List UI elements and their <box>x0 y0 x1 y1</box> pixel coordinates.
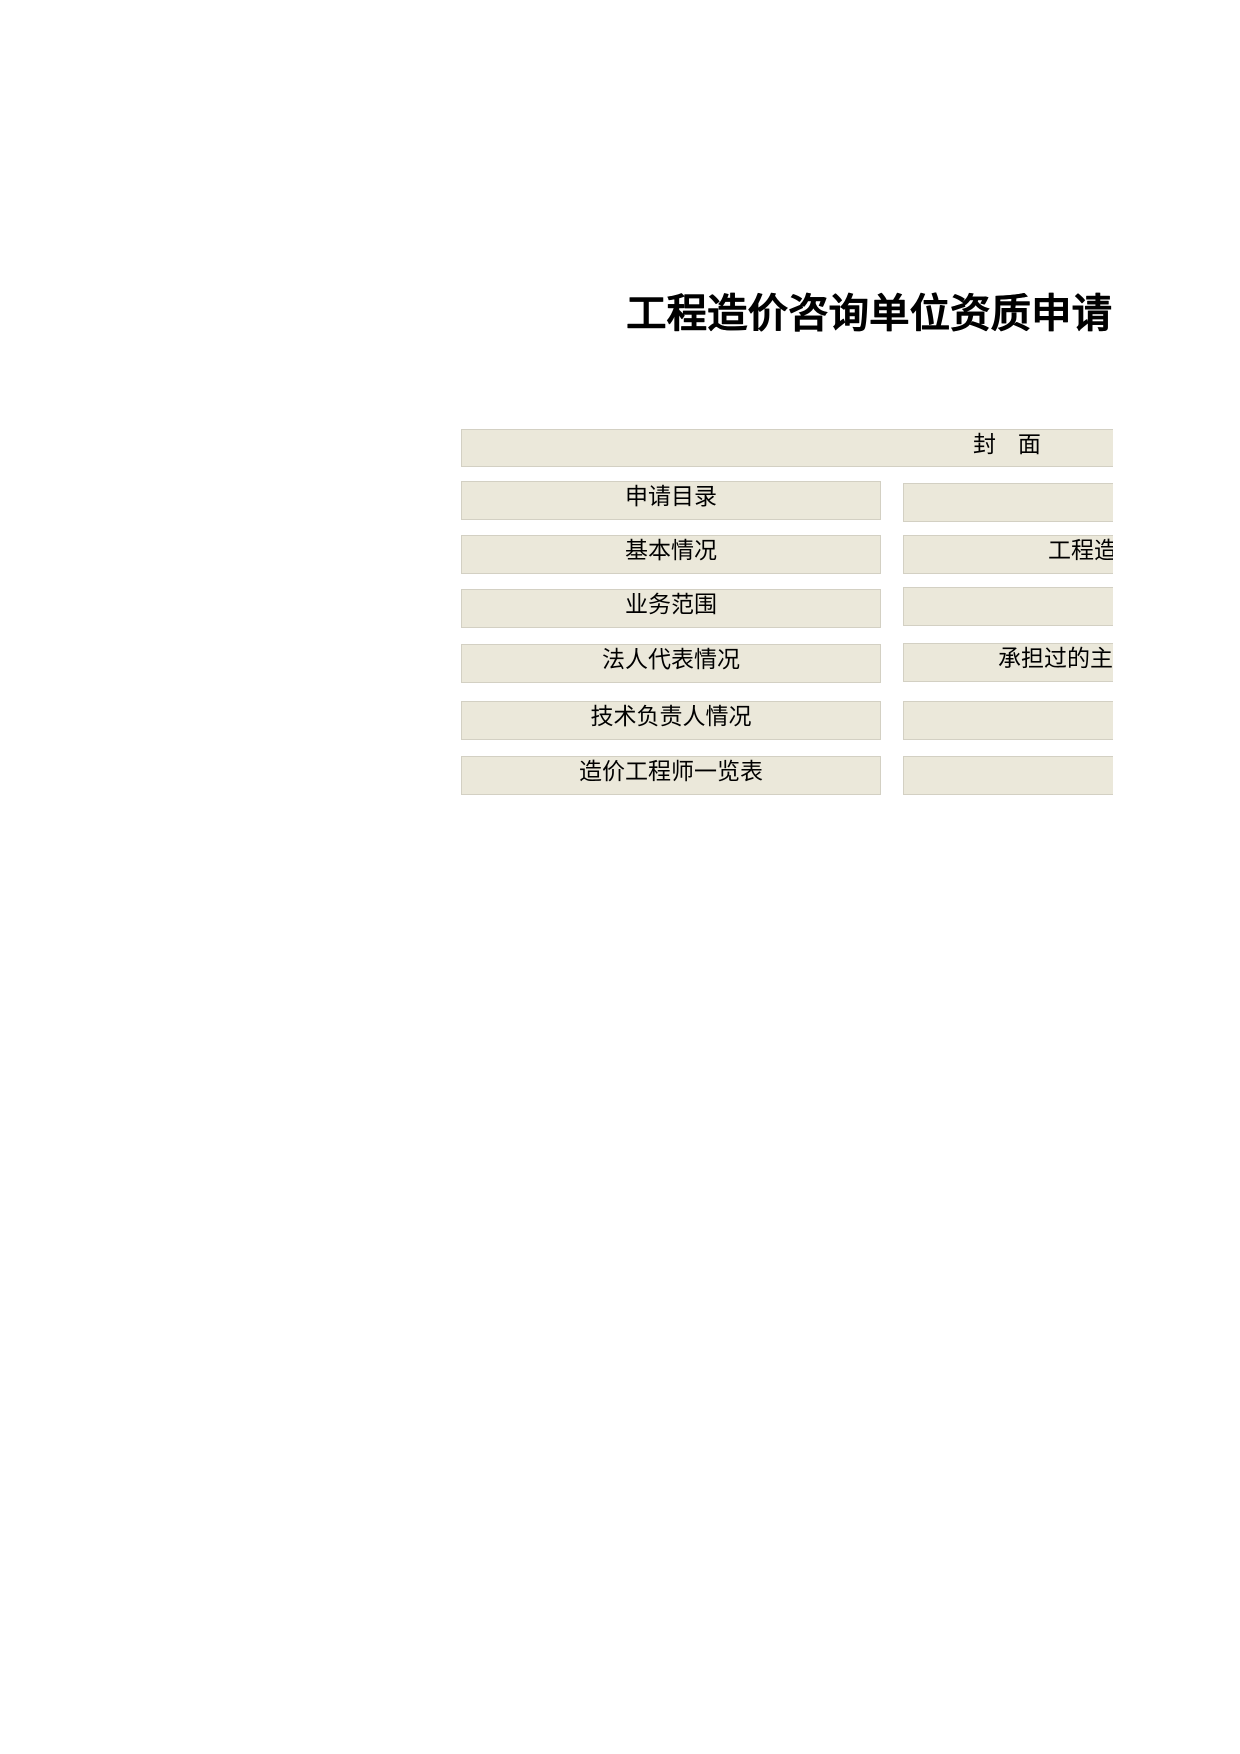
toc-link-right-5[interactable] <box>903 701 1113 740</box>
toc-link-right-6[interactable] <box>903 756 1113 795</box>
toc-link-right-3[interactable] <box>903 587 1113 626</box>
toc-link-basic-info[interactable]: 基本情况 <box>461 535 881 574</box>
toc-right-label: 承担过的主 <box>998 646 1113 672</box>
toc-link-technical-lead[interactable]: 技术负责人情况 <box>461 701 881 740</box>
cover-link[interactable]: 封 面 <box>461 429 1113 467</box>
toc-link-right-4[interactable]: 承担过的主 <box>903 643 1113 682</box>
toc-link-application-directory[interactable]: 申请目录 <box>461 481 881 520</box>
cover-label: 封 面 <box>973 432 1041 458</box>
document-title: 工程造价咨询单位资质申请 <box>626 291 1112 337</box>
toc-link-right-2[interactable]: 工程造 <box>903 535 1113 574</box>
document-page: 工程造价咨询单位资质申请 封 面 申请目录 基本情况 业务范围 法人代表情况 技… <box>461 291 1113 795</box>
toc-right-label: 工程造 <box>1048 538 1113 564</box>
toc-link-cost-engineers[interactable]: 造价工程师一览表 <box>461 756 881 795</box>
toc-link-business-scope[interactable]: 业务范围 <box>461 589 881 628</box>
toc-link-legal-representative[interactable]: 法人代表情况 <box>461 644 881 683</box>
toc-link-right-1[interactable] <box>903 483 1113 522</box>
